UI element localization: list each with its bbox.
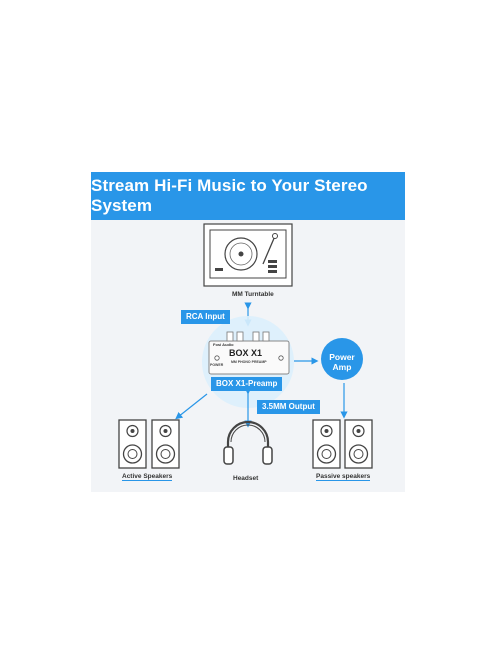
turntable-icon <box>203 223 293 287</box>
device-model: BOX X1 <box>229 348 263 358</box>
connection-diagram <box>118 223 373 469</box>
preamp-tag: BOX X1-Preamp <box>211 377 283 391</box>
device-subtitle: MM PHONO PREAMP <box>231 360 267 364</box>
passive-speakers-label: Passive speakers <box>316 473 371 481</box>
active-arrow <box>175 393 208 420</box>
diagram-panel: Stream Hi-Fi Music to Your Stereo System <box>91 172 405 492</box>
power-amp-label: Power Amp <box>320 352 364 372</box>
headset-icon <box>223 420 273 465</box>
active-speakers-icon <box>118 419 180 469</box>
active-speakers-label: Active Speakers <box>122 473 173 481</box>
turntable-label: MM Turntable <box>232 291 274 298</box>
device-brand: Fosi Audio <box>213 342 234 347</box>
passive-speakers-icon <box>312 419 373 469</box>
preamp-device-icon <box>208 331 290 375</box>
device-power-label: POWER <box>210 363 224 367</box>
power-amp-line1: Power <box>329 352 355 362</box>
output-tag: 3.5MM Output <box>257 400 320 414</box>
rca-input-tag: RCA Input <box>181 310 230 324</box>
power-amp-node <box>321 338 363 380</box>
headset-label: Headset <box>233 475 259 482</box>
banner-title: Stream Hi-Fi Music to Your Stereo System <box>91 172 405 220</box>
power-amp-line2: Amp <box>332 362 352 372</box>
